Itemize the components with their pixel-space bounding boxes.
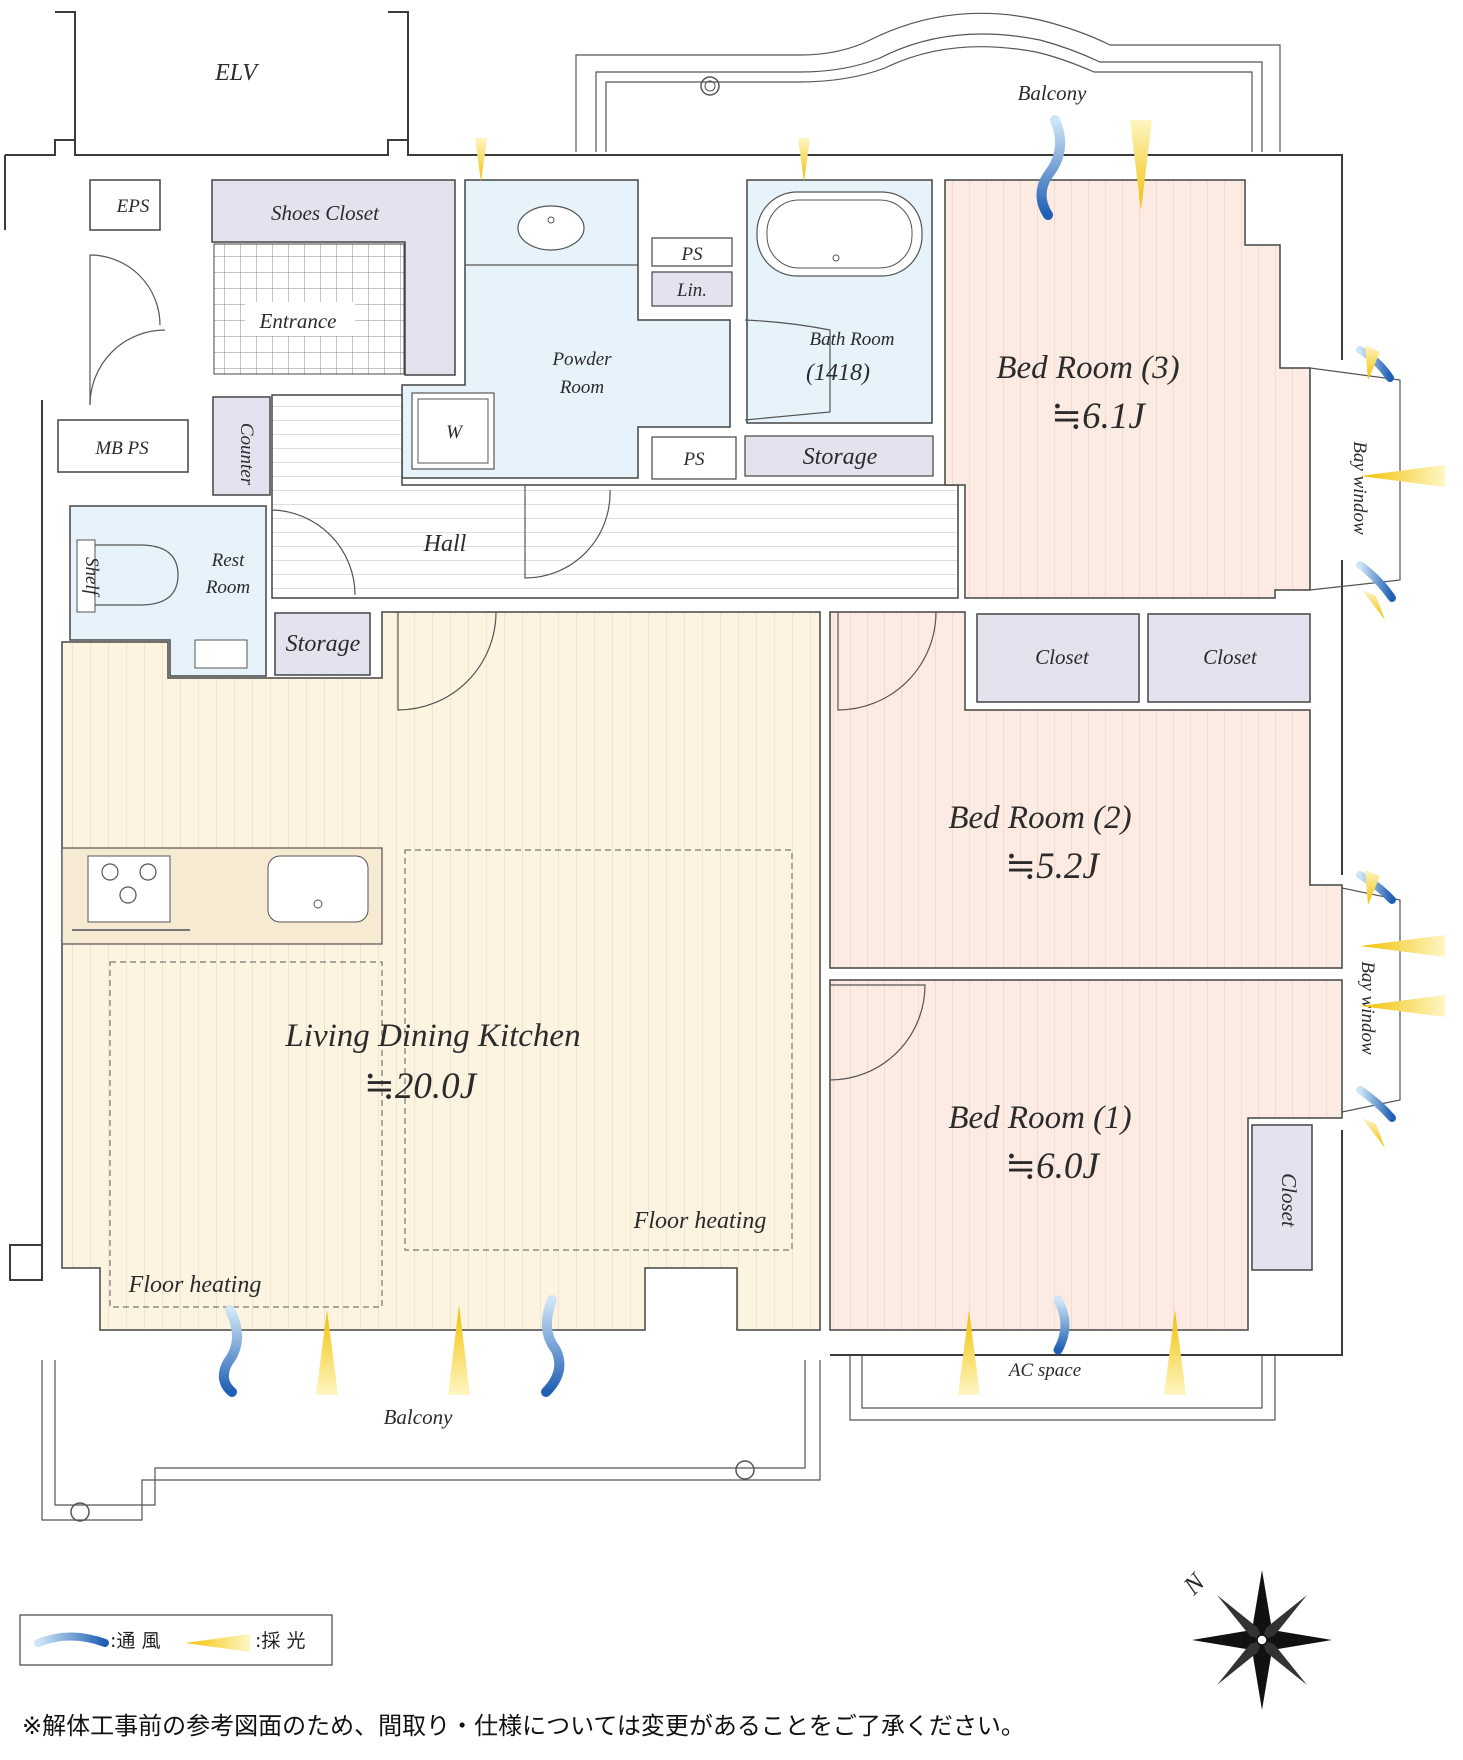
- wind-icon: [218, 1305, 242, 1397]
- elevator-shaft: ELV: [55, 11, 409, 141]
- closet-b: Closet: [1147, 613, 1311, 703]
- storage-rest: Storage: [274, 612, 371, 676]
- ldk-area: ≒20.0J: [364, 1066, 478, 1107]
- light-icon: [1365, 870, 1380, 905]
- bedroom-3: Bed Room (3) ≒6.1J: [944, 179, 1311, 599]
- wind-markers: [218, 115, 1396, 1397]
- light-icon: [1130, 120, 1152, 210]
- balcony-top-label: Balcony: [1018, 81, 1087, 105]
- entrance: Entrance: [213, 243, 405, 375]
- light-icon: [316, 1310, 338, 1395]
- light-icon: [1365, 345, 1380, 380]
- north-label: N: [1177, 1566, 1212, 1601]
- wind-icon: [1053, 1295, 1070, 1355]
- shoes-closet-label: Shoes Closet: [271, 201, 380, 225]
- ps-top: PS: [651, 237, 733, 267]
- rest-room-label-2: Room: [205, 577, 250, 598]
- light-icon: [1164, 1310, 1186, 1395]
- compass-icon: [1192, 1570, 1332, 1710]
- bay-window-1-label: Bay window: [1349, 441, 1370, 535]
- bedroom3-area: ≒6.1J: [1051, 396, 1146, 437]
- entry-door: [89, 254, 166, 406]
- legend: :通 風 :採 光: [19, 1614, 333, 1666]
- balcony-bottom-label: Balcony: [384, 1405, 453, 1429]
- balcony-bottom: Balcony AC space: [41, 1355, 1276, 1522]
- light-icon: [1360, 995, 1445, 1017]
- rest-room: Rest Room Shelf: [69, 505, 267, 677]
- bedroom3-label: Bed Room (3): [996, 350, 1179, 386]
- ventilation-legend-icon: [34, 1632, 109, 1647]
- storage-rest-label: Storage: [286, 631, 361, 657]
- ps-top-label: PS: [680, 244, 703, 265]
- light-icon: [475, 138, 487, 182]
- mbps: MB PS: [57, 419, 189, 473]
- bay-window-2: Bay window: [1341, 887, 1401, 1113]
- bath-room-label-2: (1418): [806, 360, 870, 386]
- powder-room-label-1: Powder: [551, 349, 612, 370]
- closet-b-label: Closet: [1203, 645, 1258, 669]
- closet-c: Closet: [1251, 1124, 1313, 1271]
- light-icon: [958, 1310, 980, 1395]
- powder-room: W Powder Room: [401, 179, 731, 479]
- light-markers: [316, 120, 1445, 1395]
- daylight-legend-icon: [185, 1634, 250, 1652]
- storage-hall-label: Storage: [803, 444, 878, 470]
- wind-icon: [1356, 346, 1394, 382]
- closet-a-label: Closet: [1035, 645, 1090, 669]
- bedroom2-label: Bed Room (2): [948, 800, 1131, 836]
- outer-walls: [4, 139, 1343, 1356]
- counter: Counter: [212, 396, 271, 496]
- linen-label: Lin.: [676, 280, 707, 301]
- legend-ventilation: :通 風: [110, 1630, 160, 1652]
- entrance-label: Entrance: [259, 309, 337, 333]
- bedroom1-area: ≒6.0J: [1005, 1146, 1100, 1187]
- wind-icon: [541, 1295, 565, 1397]
- disclaimer-note: ※解体工事前の参考図面のため、間取り・仕様については変更があることをご了承くださ…: [22, 1712, 1025, 1740]
- rest-room-label-1: Rest: [211, 550, 245, 571]
- shoes-closet: Shoes Closet: [211, 179, 456, 376]
- wind-icon: [1036, 115, 1066, 220]
- elv-label: ELV: [214, 60, 259, 86]
- storage-hall: Storage: [744, 435, 934, 477]
- light-icon: [798, 138, 810, 182]
- ldk-label: Living Dining Kitchen: [284, 1018, 580, 1054]
- light-icon: [1360, 465, 1445, 487]
- ps-bottom: PS: [651, 436, 737, 480]
- ps-bottom-label: PS: [682, 449, 705, 470]
- bath-room: Bath Room (1418): [744, 179, 933, 424]
- balcony-top: Balcony: [575, 12, 1281, 152]
- bedroom2-area: ≒5.2J: [1005, 846, 1100, 887]
- bay-window-2-label: Bay window: [1357, 961, 1378, 1055]
- floor-heating-label-1: Floor heating: [633, 1208, 767, 1234]
- eps-label: EPS: [116, 196, 150, 217]
- ac-space-label: AC space: [1007, 1360, 1081, 1381]
- shelf-label: Shelf: [81, 557, 102, 598]
- bedroom1-label: Bed Room (1): [948, 1100, 1131, 1136]
- counter-label: Counter: [236, 423, 257, 486]
- wind-icon: [1356, 561, 1396, 602]
- light-icon: [1362, 1118, 1385, 1148]
- floor-heating-label-2: Floor heating: [128, 1272, 262, 1298]
- light-icon: [448, 1305, 470, 1395]
- eps: EPS: [89, 179, 161, 231]
- washer-label: W: [446, 422, 464, 443]
- wind-icon: [1356, 871, 1396, 904]
- bath-room-label-1: Bath Room: [810, 329, 895, 350]
- hall-label: Hall: [423, 531, 467, 557]
- light-icon: [1362, 590, 1385, 620]
- powder-room-label-2: Room: [559, 377, 604, 398]
- linen: Lin.: [651, 271, 733, 307]
- closet-c-label: Closet: [1277, 1173, 1301, 1228]
- bedroom-1: Bed Room (1) ≒6.0J: [829, 979, 1343, 1331]
- wind-icon: [1356, 1086, 1396, 1122]
- light-icon: [1360, 935, 1445, 957]
- mbps-label: MB PS: [94, 438, 149, 459]
- closet-a: Closet: [976, 613, 1140, 703]
- bedroom-2: Bed Room (2) ≒5.2J: [829, 611, 1343, 969]
- ldk: Living Dining Kitchen ≒20.0J Floor heati…: [61, 611, 821, 1331]
- legend-daylight: :採 光: [255, 1630, 305, 1652]
